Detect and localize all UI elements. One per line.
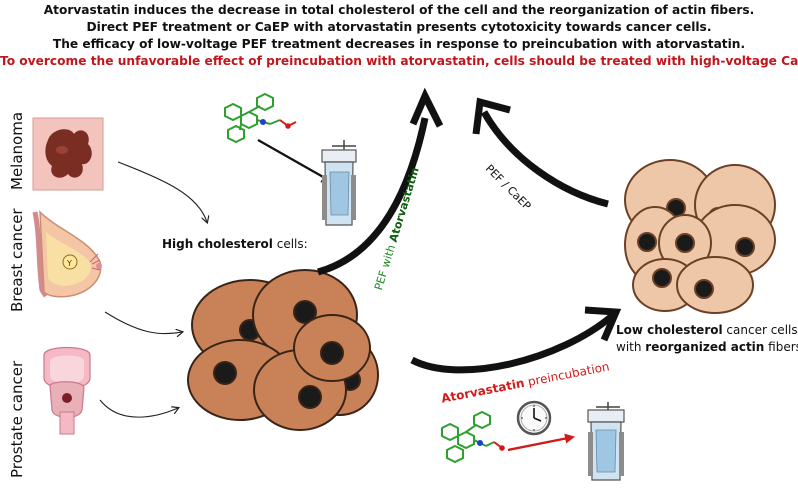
arrow-pef-caep-head: [472, 97, 511, 135]
arrow-preincubation: [410, 313, 615, 374]
high-cholesterol-label: High cholesterol cells:: [162, 237, 308, 251]
cuvette-bottom: [587, 402, 625, 481]
low-cholesterol-label: Low cholesterol cancer cells with reorga…: [616, 323, 798, 354]
cuvette-top: [321, 140, 357, 226]
atorvastatin-molecule-top: [224, 92, 297, 144]
clock-icon: [516, 400, 552, 436]
high-cholesterol-cell-cluster: [187, 269, 379, 431]
arrow-molecule-to-cuvette-bottom: [507, 433, 575, 452]
arrow-melanoma: [117, 161, 207, 222]
melanoma-tissue-image: [32, 117, 104, 191]
arrow-preincubation-head: [584, 306, 622, 342]
arrow-molecule-to-cuvette-top: [257, 139, 334, 183]
svg-text:Y: Y: [66, 259, 72, 268]
header-line-1: Atorvastatin induces the decrease in tot…: [43, 3, 755, 17]
header-line-4: To overcome the unfavorable effect of pr…: [0, 54, 798, 68]
breast-tissue-image: Y: [32, 210, 102, 298]
arrow-prostate: [99, 399, 178, 418]
arrow-breast: [104, 311, 182, 334]
arrow-pef-atorvastatin-head: [409, 87, 444, 128]
header-line-3: The efficacy of low-voltage PEF treatmen…: [52, 37, 746, 51]
arrow-pef-atorvastatin: [317, 117, 429, 276]
header-line-2: Direct PEF treatment or CaEP with atorva…: [86, 20, 712, 34]
prostate-tissue-image: [43, 346, 91, 435]
atorvastatin-molecule-bottom: [441, 410, 505, 464]
arrow-pef-caep: [480, 110, 609, 208]
low-cholesterol-cell-cluster: [624, 159, 776, 314]
